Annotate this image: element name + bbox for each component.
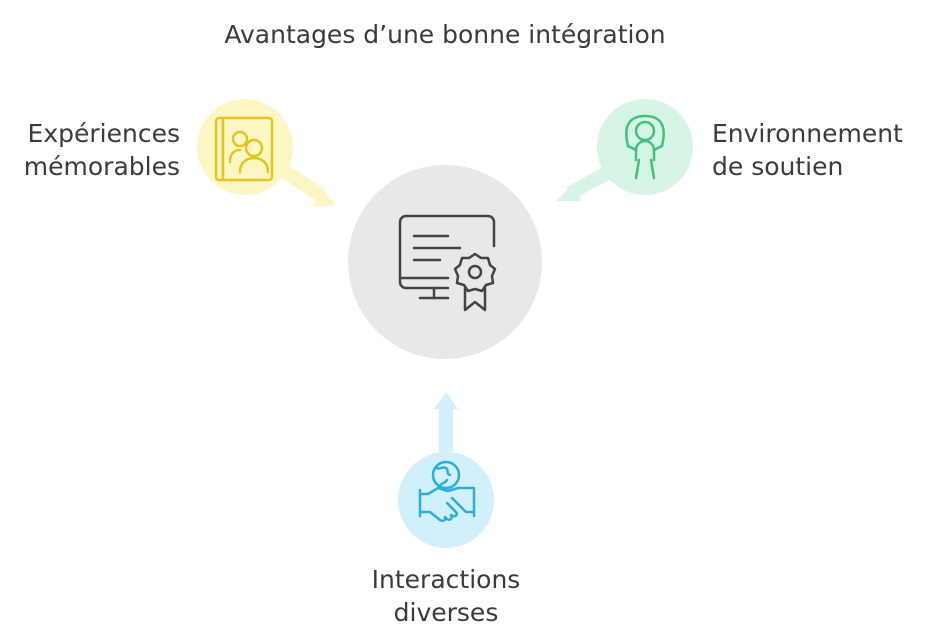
- child-arm-left: [626, 144, 638, 152]
- certificate-seal-center: [467, 264, 483, 280]
- album-person-a-head: [231, 130, 249, 148]
- child-arm-right: [652, 144, 664, 152]
- node-interactions-label-line-1: Interactions: [371, 565, 521, 594]
- center-circle: [348, 165, 542, 359]
- diagram-title: Avantages d’une bonne intégration: [224, 20, 666, 49]
- handshake-lower: [418, 501, 459, 523]
- node-interactions-circle: [398, 452, 494, 548]
- node-interactions-label: Interactions diverses: [340, 563, 552, 629]
- album-cover: [214, 116, 274, 182]
- node-interactions-label-line-2: diverses: [393, 598, 499, 627]
- node-environnement-circle: [597, 99, 693, 195]
- node-experiences-label: Expériences mémorables: [22, 117, 180, 183]
- album-person-b-body: [238, 156, 270, 174]
- node-environnement-label-line-1: Environnement: [712, 119, 903, 148]
- jump-rope: [625, 114, 665, 148]
- arrow-experiences-head: [312, 189, 336, 207]
- certificate-screen: [398, 214, 496, 290]
- globe-continent-2: [438, 478, 449, 488]
- child-leg-left: [634, 158, 641, 180]
- node-environnement-label-line-2: de soutien: [712, 152, 844, 181]
- arrow-environnement-head: [556, 183, 582, 201]
- album-person-b-head: [244, 138, 264, 158]
- certificate-icon: [398, 214, 497, 312]
- album-person-a-body: [228, 148, 242, 164]
- node-experiences-label-line-2: mémorables: [23, 152, 180, 181]
- handshake-top: [418, 486, 476, 496]
- certificate-ribbon: [463, 286, 487, 312]
- child-torso: [634, 139, 656, 162]
- node-experiences-label-line-1: Expériences: [27, 119, 180, 148]
- child-jump-rope-icon: [625, 114, 665, 180]
- handshake-right-hand: [450, 496, 476, 514]
- arrow-interactions-head: [434, 392, 458, 409]
- child-leg-right: [649, 158, 656, 180]
- globe: [431, 460, 461, 490]
- global-handshake-icon: [418, 460, 476, 523]
- arrow-interactions: [434, 392, 458, 452]
- globe-continent-1: [434, 466, 452, 477]
- certificate-seal: [453, 252, 497, 293]
- photo-album-icon: [214, 116, 274, 182]
- node-environnement-label: Environnement de soutien: [712, 117, 903, 183]
